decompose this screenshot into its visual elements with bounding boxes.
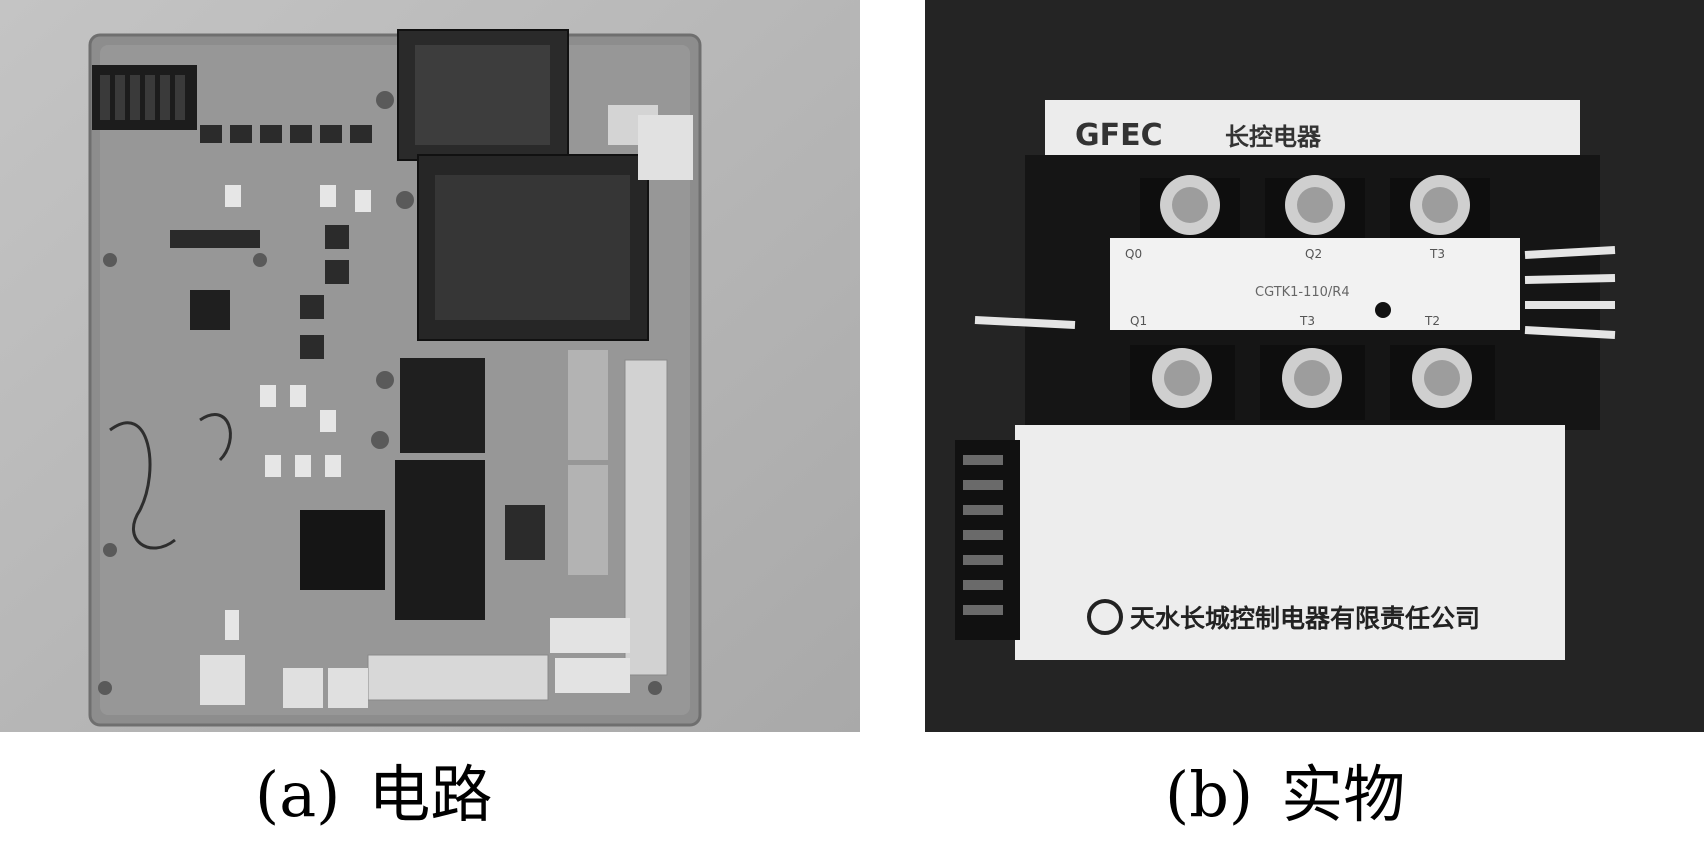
terminal-label-1: Q0 — [1125, 247, 1142, 261]
module-brand-label: GFEC — [1075, 118, 1163, 153]
caption-b-letter: (b) — [1165, 758, 1254, 831]
manufacturer-label: 天水长城控制电器有限责任公司 — [1130, 604, 1480, 633]
caption-b-text: 实物 — [1281, 758, 1406, 831]
circuit-board-illustration — [0, 0, 860, 732]
terminal-label-4: Q1 — [1130, 314, 1147, 328]
module-model-label: CGTK1-110/R4 — [1255, 285, 1350, 300]
thyristor-module-illustration: GFEC 长控电器 Q0 Q2 T3 CGTK1-110/R4 Q1 T3 T2 — [925, 0, 1704, 732]
module-brand-cn-label: 长控电器 — [1225, 123, 1322, 151]
terminal-label-3: T3 — [1429, 247, 1445, 261]
caption-a-letter: (a) — [255, 758, 341, 831]
thyristor-module-photo: GFEC 长控电器 Q0 Q2 T3 CGTK1-110/R4 Q1 T3 T2 — [925, 0, 1704, 732]
terminal-label-5: T3 — [1299, 314, 1315, 328]
caption-a-text: 电路 — [368, 758, 493, 831]
terminal-label-2: Q2 — [1305, 247, 1322, 261]
caption-a: (a) 电路 — [255, 760, 492, 830]
caption-b: (b) 实物 — [1165, 760, 1405, 830]
circuit-board-photo — [0, 0, 860, 732]
terminal-label-6: T2 — [1424, 314, 1440, 328]
